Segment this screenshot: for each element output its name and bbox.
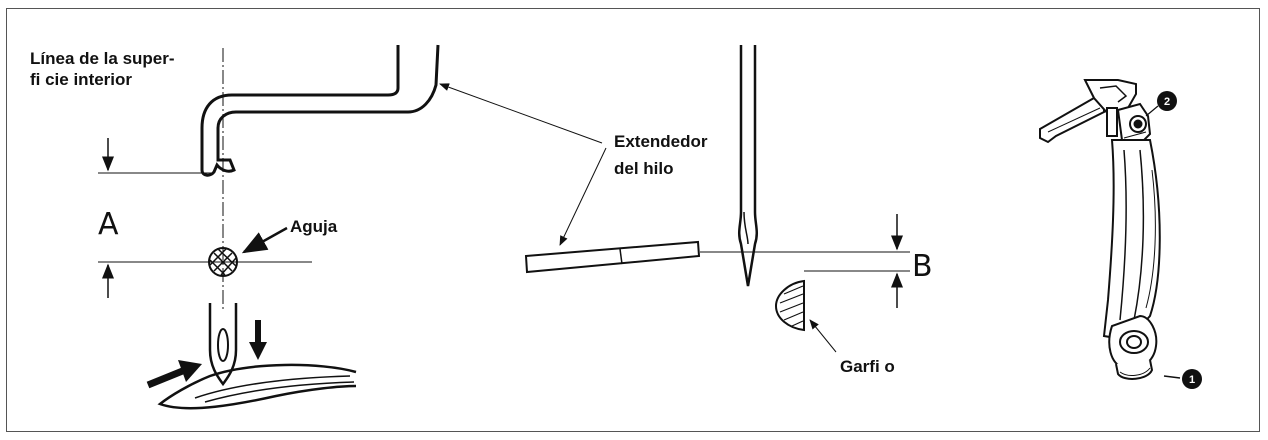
callout-2: 2	[1157, 91, 1177, 111]
inner-surface-label-line2: fi cie interior	[30, 70, 132, 89]
middle-diagram	[439, 45, 910, 353]
needle-section	[208, 247, 238, 277]
needle-front	[208, 303, 238, 387]
needle-label: Aguja	[290, 217, 338, 236]
spreader-bar	[524, 240, 701, 274]
dimension-b-label: B	[912, 249, 933, 284]
callout-1: 1	[1182, 369, 1202, 389]
looper-tip	[157, 363, 357, 410]
hook-label: Garfi o	[840, 357, 895, 376]
dimension-a-label: A	[98, 207, 119, 242]
spreader-label-line2: del hilo	[614, 159, 674, 178]
left-diagram	[98, 44, 440, 410]
svg-text:1: 1	[1189, 374, 1195, 386]
inner-surface-label-line1: Línea de la super-	[30, 49, 175, 68]
figure-frame	[6, 8, 1260, 432]
looper-holder-illustration	[1039, 79, 1181, 380]
spreader-label-line1: Extendedor	[614, 132, 708, 151]
svg-text:2: 2	[1164, 96, 1170, 108]
hook-section	[774, 279, 805, 332]
spreader-hook	[200, 44, 440, 177]
needle-side	[737, 45, 759, 287]
